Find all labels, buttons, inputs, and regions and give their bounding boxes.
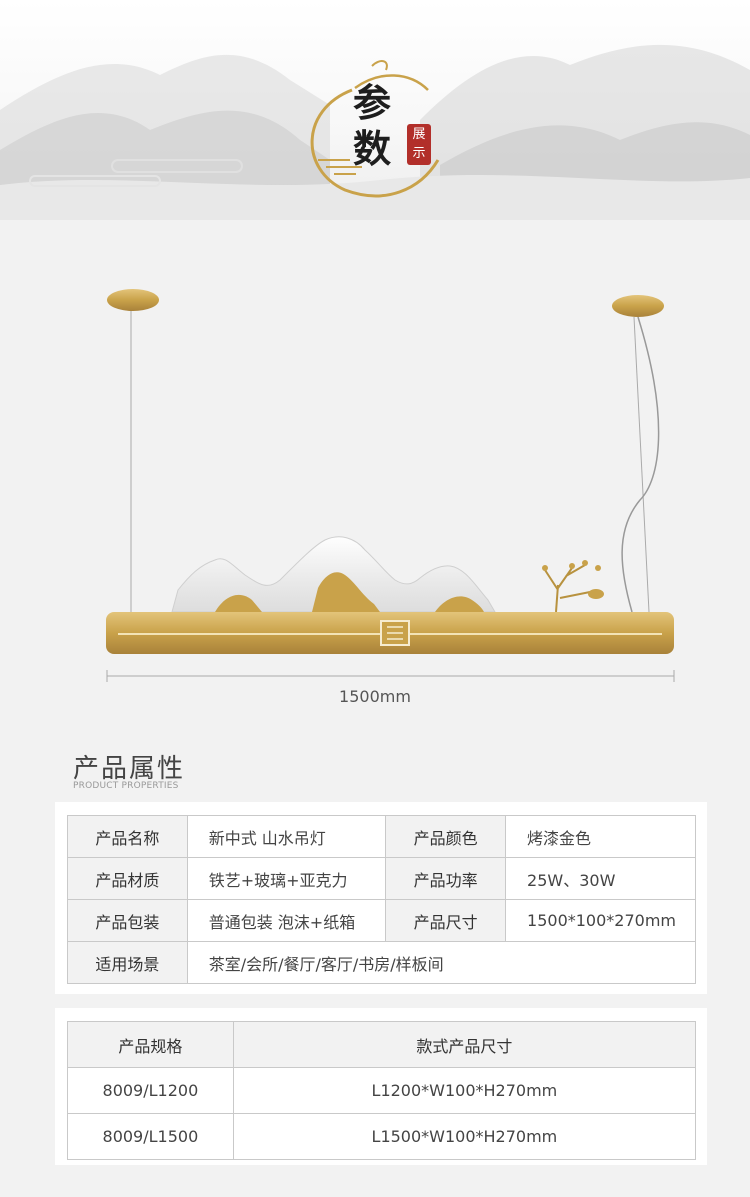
attr-key: 产品名称 xyxy=(67,815,188,858)
section-subtitle: PRODUCT PROPERTIES xyxy=(73,781,179,791)
table-row: 产品包装 普通包装 泡沫+纸箱 产品尺寸 1500*100*270mm xyxy=(67,899,696,942)
table-row: 8009/L1500 L1500*W100*H270mm xyxy=(67,1113,697,1160)
attr-value: 1500*100*270mm xyxy=(505,899,696,942)
attr-value: 茶室/会所/餐厅/客厅/书房/样板间 xyxy=(186,941,697,984)
width-dimension-label: 1500mm xyxy=(339,687,411,706)
attr-key: 产品包装 xyxy=(67,899,188,942)
attr-value: 铁艺+玻璃+亚克力 xyxy=(186,857,387,900)
attr-key: 产品功率 xyxy=(385,857,507,900)
specs-table: 产品规格 款式产品尺寸 8009/L1200 L1200*W100*H270mm… xyxy=(67,1021,697,1160)
banner: 参 数 展示 xyxy=(0,0,750,220)
attr-key: 产品材质 xyxy=(67,857,188,900)
attr-value: 新中式 山水吊灯 xyxy=(186,815,387,858)
table-row: 适用场景 茶室/会所/餐厅/客厅/书房/样板间 xyxy=(67,941,697,984)
table-row: 产品名称 新中式 山水吊灯 产品颜色 烤漆金色 xyxy=(67,815,696,858)
attributes-table: 产品名称 新中式 山水吊灯 产品颜色 烤漆金色 产品材质 铁艺+玻璃+亚克力 产… xyxy=(67,815,697,984)
pendant-lamp-illustration xyxy=(106,289,675,682)
column-header: 产品规格 xyxy=(67,1021,234,1068)
banner-title: 参 数 xyxy=(352,80,391,171)
spec-model: 8009/L1200 xyxy=(67,1067,234,1114)
section-title: 产品属性 xyxy=(73,754,186,784)
spec-model: 8009/L1500 xyxy=(67,1113,234,1160)
table-row: 产品材质 铁艺+玻璃+亚克力 产品功率 25W、30W xyxy=(67,857,696,900)
spec-size: L1200*W100*H270mm xyxy=(232,1067,697,1114)
table-row: 8009/L1200 L1200*W100*H270mm xyxy=(67,1067,697,1114)
attr-value: 普通包装 泡沫+纸箱 xyxy=(186,899,387,942)
attr-key: 产品颜色 xyxy=(385,815,507,858)
attr-value: 25W、30W xyxy=(505,857,696,900)
attr-key: 产品尺寸 xyxy=(385,899,507,942)
table-header-row: 产品规格 款式产品尺寸 xyxy=(67,1021,697,1068)
attr-key: 适用场景 xyxy=(67,941,188,984)
banner-seal-tag: 展示 xyxy=(407,124,431,165)
column-header: 款式产品尺寸 xyxy=(232,1021,697,1068)
attr-value: 烤漆金色 xyxy=(505,815,696,858)
ink-mountains-illustration xyxy=(0,44,750,220)
spec-size: L1500*W100*H270mm xyxy=(232,1113,697,1160)
